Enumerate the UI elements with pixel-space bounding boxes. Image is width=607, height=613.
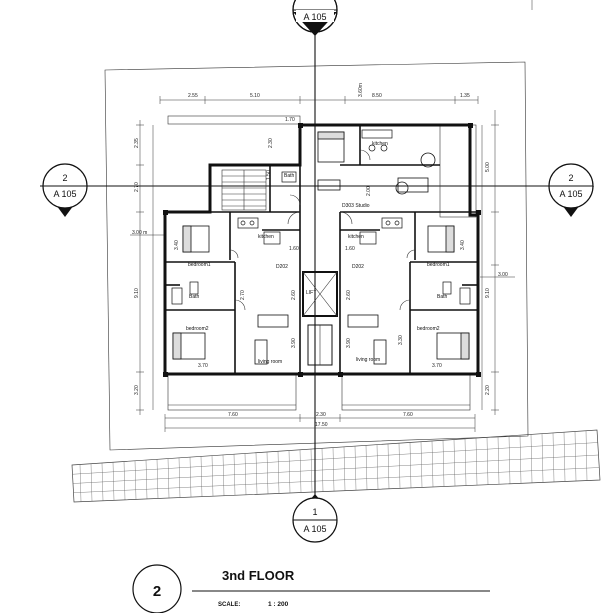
staircase bbox=[221, 169, 267, 211]
svg-text:1.60: 1.60 bbox=[289, 246, 299, 252]
svg-text:2.70: 2.70 bbox=[240, 290, 246, 300]
svg-text:bedroom2: bedroom2 bbox=[417, 326, 440, 332]
section-marker-top: A 105 bbox=[292, 0, 338, 36]
svg-text:kitchen: kitchen bbox=[258, 234, 274, 240]
section-marker-right: 2 A 105 bbox=[548, 163, 594, 217]
svg-text:2: 2 bbox=[568, 173, 573, 183]
svg-text:3.00: 3.00 bbox=[498, 272, 508, 278]
svg-text:2.30: 2.30 bbox=[268, 138, 274, 148]
svg-text:7.60: 7.60 bbox=[228, 412, 238, 418]
title-block: 2 3nd FLOOR SCALE: 1 : 200 bbox=[132, 564, 490, 613]
view-number: 2 bbox=[153, 583, 161, 600]
floor-title: 3nd FLOOR bbox=[222, 568, 295, 583]
dimension-lines bbox=[130, 96, 515, 432]
lift-core bbox=[302, 271, 338, 366]
view-number-circle bbox=[132, 564, 182, 613]
svg-text:2.00: 2.00 bbox=[366, 186, 372, 196]
svg-text:9.10: 9.10 bbox=[485, 288, 491, 298]
svg-text:3.70: 3.70 bbox=[432, 363, 442, 369]
svg-text:3.70: 3.70 bbox=[198, 363, 208, 369]
svg-text:1.60: 1.60 bbox=[345, 246, 355, 252]
svg-text:7.60: 7.60 bbox=[403, 412, 413, 418]
beds bbox=[172, 131, 470, 360]
svg-text:3.60m: 3.60m bbox=[358, 83, 364, 97]
svg-text:bedroom2: bedroom2 bbox=[186, 326, 209, 332]
svg-text:8.50: 8.50 bbox=[372, 93, 382, 99]
pavement-hatch bbox=[71, 429, 601, 503]
svg-text:Bath: Bath bbox=[189, 294, 200, 300]
dimension-labels: 2.55 5.10 3.60m 8.50 1.35 1.70 7.60 2.30… bbox=[132, 83, 508, 428]
svg-text:bedroom1: bedroom1 bbox=[427, 262, 450, 268]
svg-text:2.55: 2.55 bbox=[188, 93, 198, 99]
svg-text:2.30: 2.30 bbox=[316, 412, 326, 418]
svg-text:A 105: A 105 bbox=[559, 189, 582, 199]
svg-text:D202: D202 bbox=[352, 264, 364, 270]
svg-text:A 105: A 105 bbox=[303, 524, 326, 534]
svg-text:3.90: 3.90 bbox=[291, 338, 297, 348]
svg-text:1.35: 1.35 bbox=[460, 93, 470, 99]
svg-text:Bath: Bath bbox=[284, 173, 295, 179]
svg-text:A 105: A 105 bbox=[53, 189, 76, 199]
svg-text:5.00: 5.00 bbox=[485, 162, 491, 172]
svg-text:2.70: 2.70 bbox=[134, 182, 140, 192]
svg-text:3.30: 3.30 bbox=[398, 335, 404, 345]
interior-walls bbox=[165, 125, 478, 374]
svg-text:3.00 m: 3.00 m bbox=[132, 230, 147, 236]
svg-text:kitchen: kitchen bbox=[372, 141, 388, 147]
svg-text:3.40: 3.40 bbox=[460, 240, 466, 250]
svg-text:2.35: 2.35 bbox=[134, 138, 140, 148]
svg-text:1.70: 1.70 bbox=[285, 117, 295, 123]
svg-text:bedroom1: bedroom1 bbox=[188, 262, 211, 268]
svg-text:kitchen: kitchen bbox=[348, 234, 364, 240]
svg-text:A 105: A 105 bbox=[303, 12, 326, 22]
living-furniture bbox=[254, 152, 436, 365]
svg-text:Bath: Bath bbox=[437, 294, 448, 300]
svg-text:1.50: 1.50 bbox=[266, 170, 272, 180]
door-swings bbox=[229, 149, 416, 311]
svg-text:3.90: 3.90 bbox=[346, 338, 352, 348]
svg-text:D303 Studio: D303 Studio bbox=[342, 203, 370, 209]
svg-text:living room: living room bbox=[356, 357, 380, 363]
fixtures bbox=[171, 129, 471, 305]
svg-text:LIFT: LIFT bbox=[306, 290, 316, 296]
svg-text:3.20: 3.20 bbox=[134, 385, 140, 395]
svg-text:2.60: 2.60 bbox=[346, 290, 352, 300]
section-marker-left: 2 A 105 bbox=[42, 163, 88, 217]
svg-text:17.50: 17.50 bbox=[315, 422, 328, 428]
svg-text:1: 1 bbox=[312, 507, 317, 517]
svg-text:9.10: 9.10 bbox=[134, 288, 140, 298]
section-marker-bottom: 1 A 105 bbox=[292, 494, 338, 543]
svg-text:3.40: 3.40 bbox=[174, 240, 180, 250]
svg-text:living room: living room bbox=[258, 359, 282, 365]
site-boundary bbox=[104, 61, 529, 451]
svg-text:5.10: 5.10 bbox=[250, 93, 260, 99]
svg-text:D202: D202 bbox=[276, 264, 288, 270]
svg-text:2: 2 bbox=[62, 173, 67, 183]
room-labels: D303 Studio kitchen kitchen kitchen D202… bbox=[186, 141, 450, 365]
svg-text:2.20: 2.20 bbox=[485, 385, 491, 395]
columns bbox=[163, 123, 481, 377]
scale-value: 1 : 200 bbox=[268, 601, 289, 608]
scale-label: SCALE: bbox=[218, 602, 240, 608]
svg-text:2.60: 2.60 bbox=[291, 290, 297, 300]
